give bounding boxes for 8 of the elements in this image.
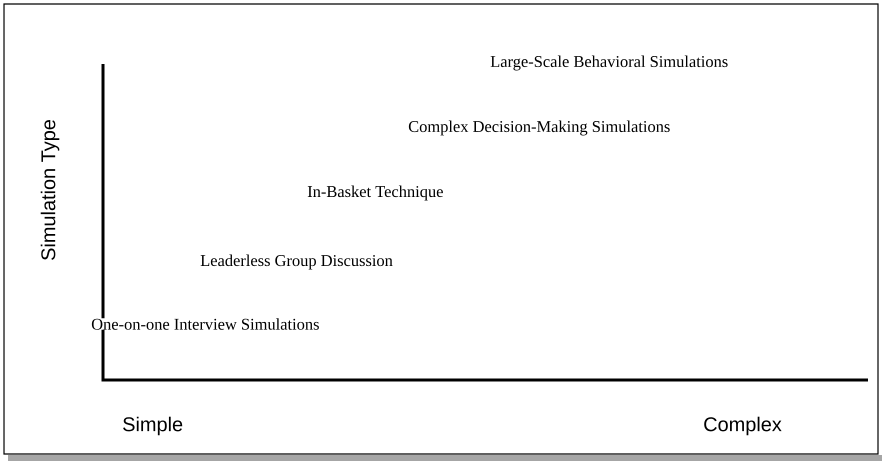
simulation-label: In-Basket Technique <box>307 186 444 200</box>
axis-title: Simulation Type <box>40 119 60 261</box>
simulation-label: Large-Scale Behavioral Simulations <box>490 56 728 70</box>
simulation-label: One-on-one Interview Simulations <box>91 318 320 330</box>
axis-label: Complex <box>703 416 782 436</box>
simulation-label: Complex Decision-Making Simulations <box>408 120 670 136</box>
simulation-label: Leaderless Group Discussion <box>200 254 393 270</box>
axis-label: Simple <box>122 416 184 436</box>
